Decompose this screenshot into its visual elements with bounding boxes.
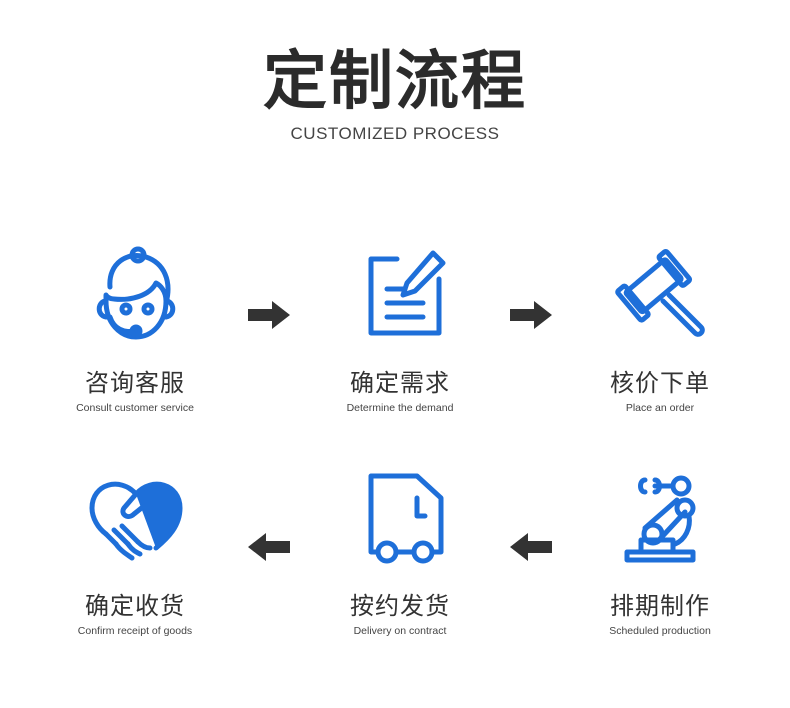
step-name: 排期制作: [610, 592, 710, 620]
step-english-label: Place an order: [625, 402, 695, 414]
robot-arm-icon: [624, 475, 696, 563]
gavel-icon: [615, 248, 705, 337]
step-name: 咨询客服: [85, 369, 185, 397]
step-name: 核价下单: [610, 369, 710, 397]
step-english-label: Confirm receipt of goods: [77, 625, 193, 637]
step-scheduled-production: 排期制作 Scheduled production: [560, 468, 760, 637]
arrow-right-icon: [248, 301, 290, 329]
step-confirm-receipt: 确定收货 Confirm receipt of goods: [35, 468, 235, 637]
arrow-left-icon: [510, 533, 552, 561]
document-edit-icon: [368, 250, 446, 336]
handshake-heart-icon: [89, 481, 183, 561]
step-name: 确定需求: [350, 369, 450, 397]
step-delivery: 按约发货 Delivery on contract: [300, 468, 500, 637]
step-english-label: Consult customer service: [76, 402, 194, 414]
page-title: 定制流程: [263, 45, 527, 119]
delivery-truck-icon: [368, 473, 444, 564]
step-place-order: 核价下单 Place an order: [560, 245, 760, 414]
step-english-label: Determine the demand: [346, 402, 454, 414]
arrow-left-icon: [248, 533, 290, 561]
page-subtitle: CUSTOMIZED PROCESS: [290, 124, 500, 143]
step-determine-demand: 确定需求 Determine the demand: [300, 245, 500, 414]
step-name: 按约发货: [350, 592, 450, 620]
step-english-label: Scheduled production: [609, 625, 711, 637]
step-english-label: Delivery on contract: [353, 625, 447, 637]
step-consult: 咨询客服 Consult customer service: [35, 245, 235, 414]
arrow-right-icon: [510, 301, 552, 329]
customer-service-icon: [96, 246, 176, 340]
step-name: 确定收货: [85, 592, 185, 620]
